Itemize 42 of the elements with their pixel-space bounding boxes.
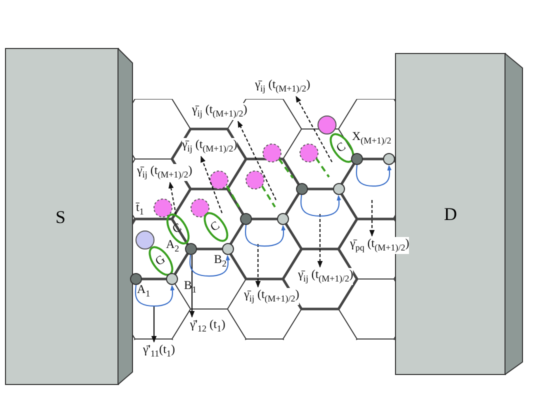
site-label: t̄$_{1}$	[136, 201, 144, 218]
arrow	[369, 200, 375, 237]
ellipse-letter: C	[170, 220, 184, 236]
arrow	[296, 96, 332, 162]
site-dot	[240, 213, 252, 225]
rate-label: γ̄$_{ij}$ (t$_{(M+1)/2}$)	[298, 268, 354, 286]
site-dot	[296, 183, 308, 195]
arrow	[200, 156, 223, 214]
loop-arrow	[189, 254, 230, 277]
site-dot	[332, 183, 344, 195]
site-label: B$_{2}$	[214, 253, 227, 270]
loop-arrow	[356, 164, 392, 187]
ellipse-letter: G	[153, 252, 168, 268]
rate-label: γ̄$_{ij}$ (t$_{(M+1)/2}$)	[255, 78, 310, 96]
site-label: B$_{1}$	[184, 279, 197, 296]
arrow	[189, 255, 195, 318]
site-dot	[184, 243, 196, 255]
site-dot	[130, 273, 142, 285]
site-label: A$_{2}$	[166, 238, 180, 256]
arrow	[255, 244, 261, 288]
rate-label: γ̄$_{ij}$ (t$_{(M+1)/2}$)	[182, 138, 238, 156]
site-dot	[277, 213, 289, 225]
arrow	[238, 120, 276, 200]
loop-arrow	[134, 284, 175, 307]
rate-label: γ̄$_{ij}$ (t$_{(M+1)/2}$)	[192, 103, 248, 120]
loop-arrow	[300, 194, 342, 217]
site-label: A$_{1}$	[137, 283, 150, 300]
rate-label: γ̄$_{pq}$ (t$_{(M+1)/2}$)	[350, 237, 410, 254]
site-dot	[351, 153, 363, 165]
site-dot	[222, 243, 234, 255]
site-dot	[166, 273, 178, 285]
site-label: X$_{(M+1)/2}$	[352, 130, 392, 148]
arrow	[151, 306, 157, 343]
loop-arrow	[244, 224, 286, 247]
arrow	[317, 214, 323, 268]
ellipse-letter: C	[208, 218, 222, 234]
rate-label: γ̄$_{ij}$ (t$_{(M+1)/2}$)	[137, 164, 192, 182]
site-dot	[383, 153, 395, 165]
block-label: S	[56, 206, 66, 228]
ellipse-letter: C	[334, 140, 348, 156]
block-label: D	[444, 204, 457, 225]
rate-label: γ̄$_{ij}$ (t$_{(M+1)/2}$)	[244, 288, 300, 306]
